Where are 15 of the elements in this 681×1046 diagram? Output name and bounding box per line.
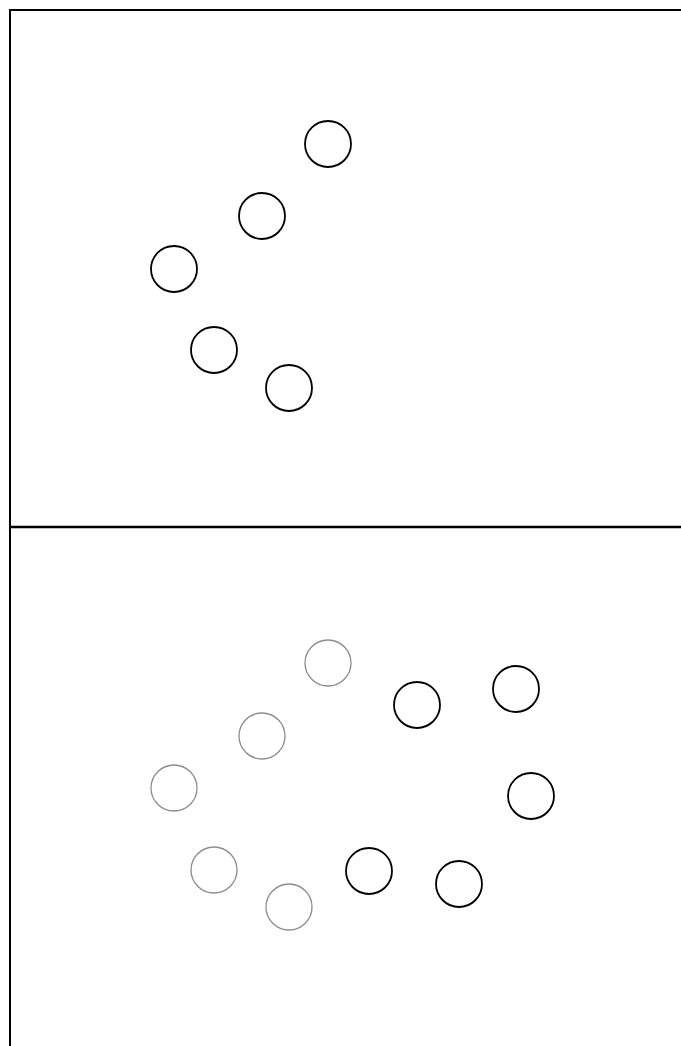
circle <box>304 120 352 168</box>
circle <box>435 860 483 908</box>
circle <box>507 772 555 820</box>
circle <box>265 364 313 412</box>
circle <box>238 192 286 240</box>
circle <box>304 639 352 687</box>
circle <box>265 883 313 931</box>
circle <box>345 847 393 895</box>
circle <box>393 681 441 729</box>
circle <box>190 846 238 894</box>
circle <box>150 764 198 812</box>
circle <box>150 245 198 293</box>
circle <box>190 326 238 374</box>
circle <box>238 712 286 760</box>
circle <box>492 665 540 713</box>
